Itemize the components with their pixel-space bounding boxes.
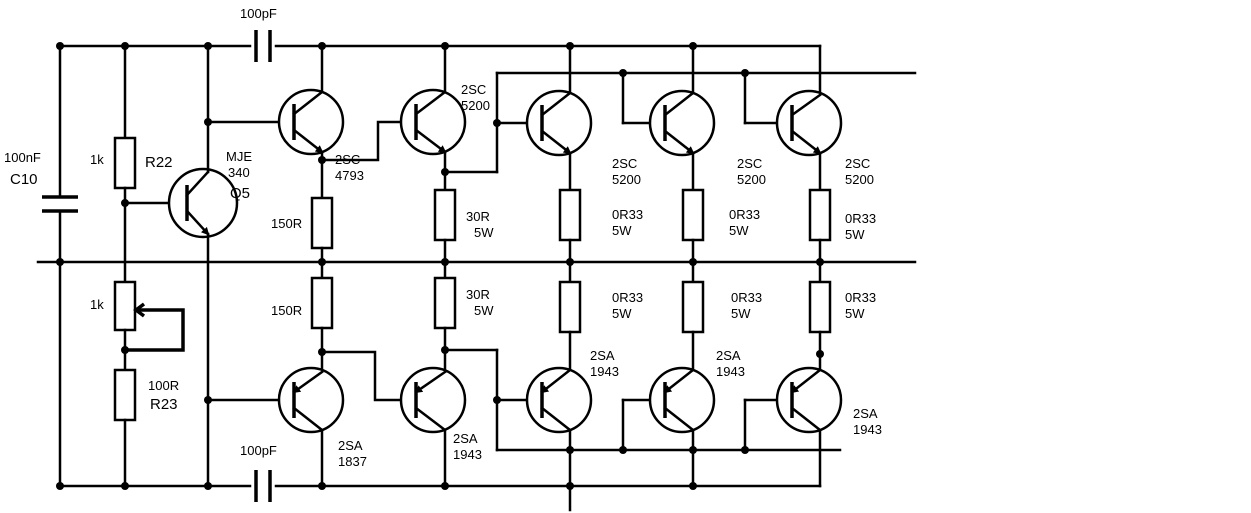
r-0r33-6-label-b: 5W [845, 306, 865, 321]
top-rail [58, 44, 822, 97]
r23-value-label: 100R [148, 378, 179, 393]
transistor-pnp-driver-1 [206, 366, 345, 488]
pnp3-label-b: 1943 [590, 364, 619, 379]
r-0r33-4-label-a: 0R33 [612, 290, 643, 305]
pnp2-label-a: 2SA [453, 431, 478, 446]
bottom-rail [58, 428, 822, 488]
r-150-top-label: 150R [271, 216, 302, 231]
r-0r33-5-label-a: 0R33 [731, 290, 762, 305]
junction-dots [56, 42, 824, 490]
r-0r33-3-label-a: 0R33 [845, 211, 876, 226]
transistor-pnp-3 [495, 366, 593, 488]
pnp3-label-a: 2SA [590, 348, 615, 363]
potentiometer [113, 280, 185, 372]
transistor-npn-5 [775, 89, 843, 372]
transistor-npn-3 [495, 44, 593, 372]
collector-bus-bottom [443, 348, 842, 512]
transistor-pnp-4 [648, 366, 716, 488]
pnp1-label-a: 2SA [338, 438, 363, 453]
q5-name-label: Q5 [230, 185, 250, 202]
r-30-bot-label-b: 5W [474, 303, 494, 318]
capacitor-bottom-100pf [254, 470, 272, 502]
npn4-label-a: 2SC [737, 156, 762, 171]
transistor-npn-2 [320, 44, 467, 374]
r-0r33-1-label-b: 5W [612, 223, 632, 238]
c10-value-label: 100nF [4, 150, 41, 165]
r22-name-label: R22 [145, 154, 173, 171]
pnp4-label-b: 1943 [716, 364, 745, 379]
r-0r33-1-label-a: 0R33 [612, 207, 643, 222]
npn3-label-b: 5200 [612, 172, 641, 187]
r-0r33-2-label-a: 0R33 [729, 207, 760, 222]
pnp5-label-a: 2SA [853, 406, 878, 421]
pnp1-label-b: 1837 [338, 454, 367, 469]
npn1-label-b: 4793 [335, 168, 364, 183]
pnp2-label-b: 1943 [453, 447, 482, 462]
npn4-label-b: 5200 [737, 172, 766, 187]
q5-part-label-a: MJE [226, 149, 252, 164]
transistor-npn-driver-1 [206, 44, 345, 374]
transistor-npn-4 [648, 44, 716, 372]
npn2-label-b: 5200 [461, 98, 490, 113]
c10-name-label: C10 [10, 171, 38, 188]
transistor-pnp-5 [775, 366, 843, 434]
pnp5-label-b: 1943 [853, 422, 882, 437]
resistor-r22 [113, 44, 137, 284]
r-150-bot-label: 150R [271, 303, 302, 318]
r-0r33-6-label-a: 0R33 [845, 290, 876, 305]
npn1-label-a: 2SC [335, 152, 360, 167]
transistor-pnp-2 [320, 350, 467, 488]
r-30-top-label-b: 5W [474, 225, 494, 240]
transistor-q5 [123, 44, 239, 488]
r23-name-label: R23 [150, 396, 178, 413]
resistor-r23 [113, 368, 137, 488]
npn5-label-a: 2SC [845, 156, 870, 171]
r-30-top-label-a: 30R [466, 209, 490, 224]
npn2-label-a: 2SC [461, 82, 486, 97]
q5-part-label-b: 340 [228, 165, 250, 180]
r-0r33-4-label-b: 5W [612, 306, 632, 321]
r-0r33-3-label-b: 5W [845, 227, 865, 242]
cap-top-label: 100pF [240, 6, 277, 21]
capacitor-top-100pf [254, 30, 272, 62]
pnp4-label-a: 2SA [716, 348, 741, 363]
npn5-label-b: 5200 [845, 172, 874, 187]
r-0r33-5-label-b: 5W [731, 306, 751, 321]
r-0r33-2-label-b: 5W [729, 223, 749, 238]
cap-bottom-label: 100pF [240, 443, 277, 458]
pot-value-label: 1k [90, 297, 104, 312]
r22-value-label: 1k [90, 152, 104, 167]
npn3-label-a: 2SC [612, 156, 637, 171]
r-30-bot-label-a: 30R [466, 287, 490, 302]
